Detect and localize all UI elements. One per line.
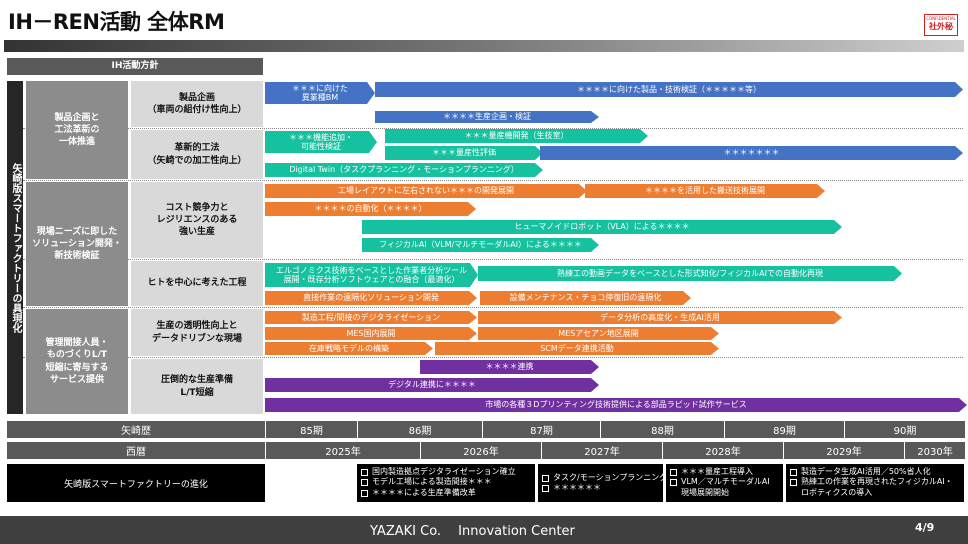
milestone-text: タスク/モーションプランニング <box>553 473 668 482</box>
roadmap-bar: 設備メンテナンス・チョコ停復旧の遠隔化 <box>480 291 691 305</box>
checkbox-icon <box>790 469 797 476</box>
subcategory-innovative-method: 革新的工法 （矢崎での加工性向上） <box>131 130 263 179</box>
timeline-period: 90期 <box>844 421 965 438</box>
page-title: IH－REN活動 全体RM <box>8 10 225 34</box>
roadmap-bar: 在庫戦略モデルの構築 <box>265 342 433 355</box>
roadmap-bar: 市場の各種３Dプリンティング技術提供による部品ラピッド試作サービス <box>265 398 967 412</box>
roadmap-bar: ＊＊＊＊に向けた製品・技術検証（＊＊＊＊＊等） <box>375 82 963 97</box>
milestone-text: ＊＊＊＊による生産準備改革 <box>372 487 476 497</box>
milestone-text: ＊＊＊量産工程導入 <box>681 467 753 476</box>
footer-bar <box>0 516 968 544</box>
timeline-year: 2030年 <box>904 442 965 459</box>
roadmap-bar: ＊＊＊＊＊＊＊ <box>540 146 963 160</box>
roadmap-bar: SCMデータ連携活動 <box>435 342 719 355</box>
subcategory-strong-production: コスト競争力と レジリエンスのある 強い生産 <box>131 182 263 258</box>
roadmap-bar: ＊＊＊＊連携 <box>420 360 599 374</box>
milestone-box: タスク/モーションプランニング ＊＊＊＊＊＊ <box>538 464 667 502</box>
checkbox-icon <box>670 469 677 476</box>
roadmap-bar: ＊＊＊＊の自動化（＊＊＊＊） <box>265 202 476 216</box>
row-separator <box>23 180 963 181</box>
checkbox-icon <box>790 479 797 487</box>
milestone-text: モデル工場による製造間接＊＊＊ <box>372 477 492 487</box>
vertical-category: 矢崎版スマートファクトリーの具現化 <box>7 81 23 414</box>
milestone-box: 製造データ生成AI活用／50%省人化 熟練工の作業を再現されたフィジカルAI・ … <box>786 464 964 502</box>
milestone-item: ＊＊＊量産工程導入 <box>670 467 779 477</box>
policy-header: IH活動方針 <box>7 58 263 75</box>
timeline-period: 87期 <box>482 421 600 438</box>
roadmap-bar: データ分析の高度化・生成AI活用 <box>478 311 842 324</box>
milestone-text: 製造データ生成AI活用／50%省人化 <box>801 467 931 476</box>
checkbox-icon <box>361 479 368 487</box>
timeline-period: 88期 <box>600 421 724 438</box>
roadmap-bar: ＊＊＊に向けた 異業種BM <box>265 82 375 104</box>
milestone-item: ＊＊＊＊による生産準備改革 <box>361 488 531 498</box>
timeline-year: 2029年 <box>783 442 904 459</box>
timeline-period: 86期 <box>357 421 482 438</box>
milestone-box: ＊＊＊量産工程導入 VLM／マルチモーダルAI 現場展開開始 <box>666 464 783 502</box>
checkbox-icon <box>670 479 677 487</box>
subcategory-human-centric: ヒトを中心に考えた工程 <box>131 261 263 306</box>
checkbox-icon <box>361 469 368 476</box>
milestone-item: モデル工場による製造間接＊＊＊ <box>361 477 531 487</box>
footer-org: YAZAKI Co. Innovation Center <box>370 524 575 539</box>
confidential-stamp-en: CONFIDENTIAL <box>926 16 956 21</box>
milestone-item: 熟練工の作業を再現されたフィジカルAI・ ロボティクスの導入 <box>790 477 960 498</box>
milestone-text: 熟練工の作業を再現されたフィジカルAI・ ロボティクスの導入 <box>801 477 953 497</box>
roadmap-bar: ＊＊＊量産性評価 <box>385 146 543 160</box>
milestone-box: 国内製造拠点デジタライゼーション確立 モデル工場による製造間接＊＊＊ ＊＊＊＊に… <box>357 464 535 502</box>
subcategory-data-driven: 生産の透明性向上と データドリブンな現場 <box>131 309 263 356</box>
subcategory-lead-time: 圧倒的な生産準備 L/T短縮 <box>131 359 263 414</box>
roadmap-bar: MESアセアン地区展開 <box>478 327 719 340</box>
timeline-label-western: 西暦 <box>7 442 265 459</box>
roadmap-bar: ＊＊＊機能追加・ 可能性検証 <box>265 131 377 153</box>
title-rule <box>4 40 964 52</box>
milestone-item: VLM／マルチモーダルAI 現場展開開始 <box>670 477 779 498</box>
confidential-stamp: CONFIDENTIAL 社外秘 <box>924 14 958 36</box>
milestone-text: ＊＊＊＊＊＊ <box>553 483 601 493</box>
roadmap-bar: Digital Twin（タスクプランニング・モーションプランニング） <box>265 163 543 177</box>
row-separator <box>23 307 963 308</box>
row-separator <box>23 128 963 129</box>
roadmap-bar: デジタル連携に＊＊＊＊ <box>265 378 599 392</box>
evolution-label: 矢崎版スマートファクトリーの進化 <box>7 464 265 502</box>
timeline-label-yazaki: 矢崎歴 <box>7 421 265 438</box>
timeline-year: 2027年 <box>541 442 662 459</box>
checkbox-icon <box>542 485 549 493</box>
milestone-item: 製造データ生成AI活用／50%省人化 <box>790 467 960 477</box>
subcategory-product-planning: 製品企画 （車両の組付け性向上） <box>131 81 263 127</box>
category-product-planning: 製品企画と 工法革新の 一体推進 <box>26 81 128 179</box>
milestone-text: 国内製造拠点デジタライゼーション確立 <box>372 467 516 476</box>
checkbox-icon <box>361 489 368 497</box>
milestone-item: タスク/モーションプランニング <box>542 473 667 483</box>
row-separator <box>23 259 963 260</box>
milestone-item: ＊＊＊＊＊＊ <box>542 483 659 493</box>
roadmap-bar: 熟練工の動画データをベースとした形式知化/フィジカルAIでの自動化再現 <box>478 266 902 281</box>
page-number: 4/9 <box>915 521 935 534</box>
category-service: 管理間接人員・ ものづくりL/T 短縮に寄与する サービス提供 <box>26 309 128 414</box>
milestone-item: 国内製造拠点デジタライゼーション確立 <box>361 467 531 477</box>
roadmap-bar: ＊＊＊＊生産企画・検証 <box>375 111 599 123</box>
row-separator <box>23 357 963 358</box>
roadmap-bar: フィジカルAI（VLM/マルチモーダルAI）による＊＊＊＊ <box>362 238 599 252</box>
roadmap-bar: ＊＊＊＊を活用した搬送技術展開 <box>585 184 825 198</box>
timeline-year: 2026年 <box>420 442 541 459</box>
roadmap-bar: MES国内展開 <box>265 327 477 340</box>
milestone-text: VLM／マルチモーダルAI 現場展開開始 <box>681 477 770 497</box>
roadmap-bar: ヒューマノイドロボット（VLA）による＊＊＊＊ <box>362 220 842 234</box>
roadmap-bar: 工場レイアウトに左右されない＊＊＊の開発展開 <box>265 184 587 198</box>
category-field-solutions: 現場ニーズに即した ソリューション開発・ 新技術検証 <box>26 182 128 306</box>
timeline-period: 85期 <box>265 421 357 438</box>
roadmap-bar: 製造工程/間接のデジタライゼーション <box>265 311 477 324</box>
roadmap-bar: エルゴノミクス技術をベースとした作業者分析ツール 展開・既存分析ソフトウェアとの… <box>265 263 478 287</box>
roadmap-bar: 直接作業の遠隔化ソリューション開発 <box>265 291 477 305</box>
timeline-year: 2025年 <box>265 442 420 459</box>
timeline-period: 89期 <box>724 421 844 438</box>
confidential-stamp-jp: 社外秘 <box>929 22 953 31</box>
roadmap-bar: ＊＊＊量産機開発（生技室） <box>385 129 648 143</box>
checkbox-icon <box>542 475 549 482</box>
timeline-year: 2028年 <box>662 442 783 459</box>
